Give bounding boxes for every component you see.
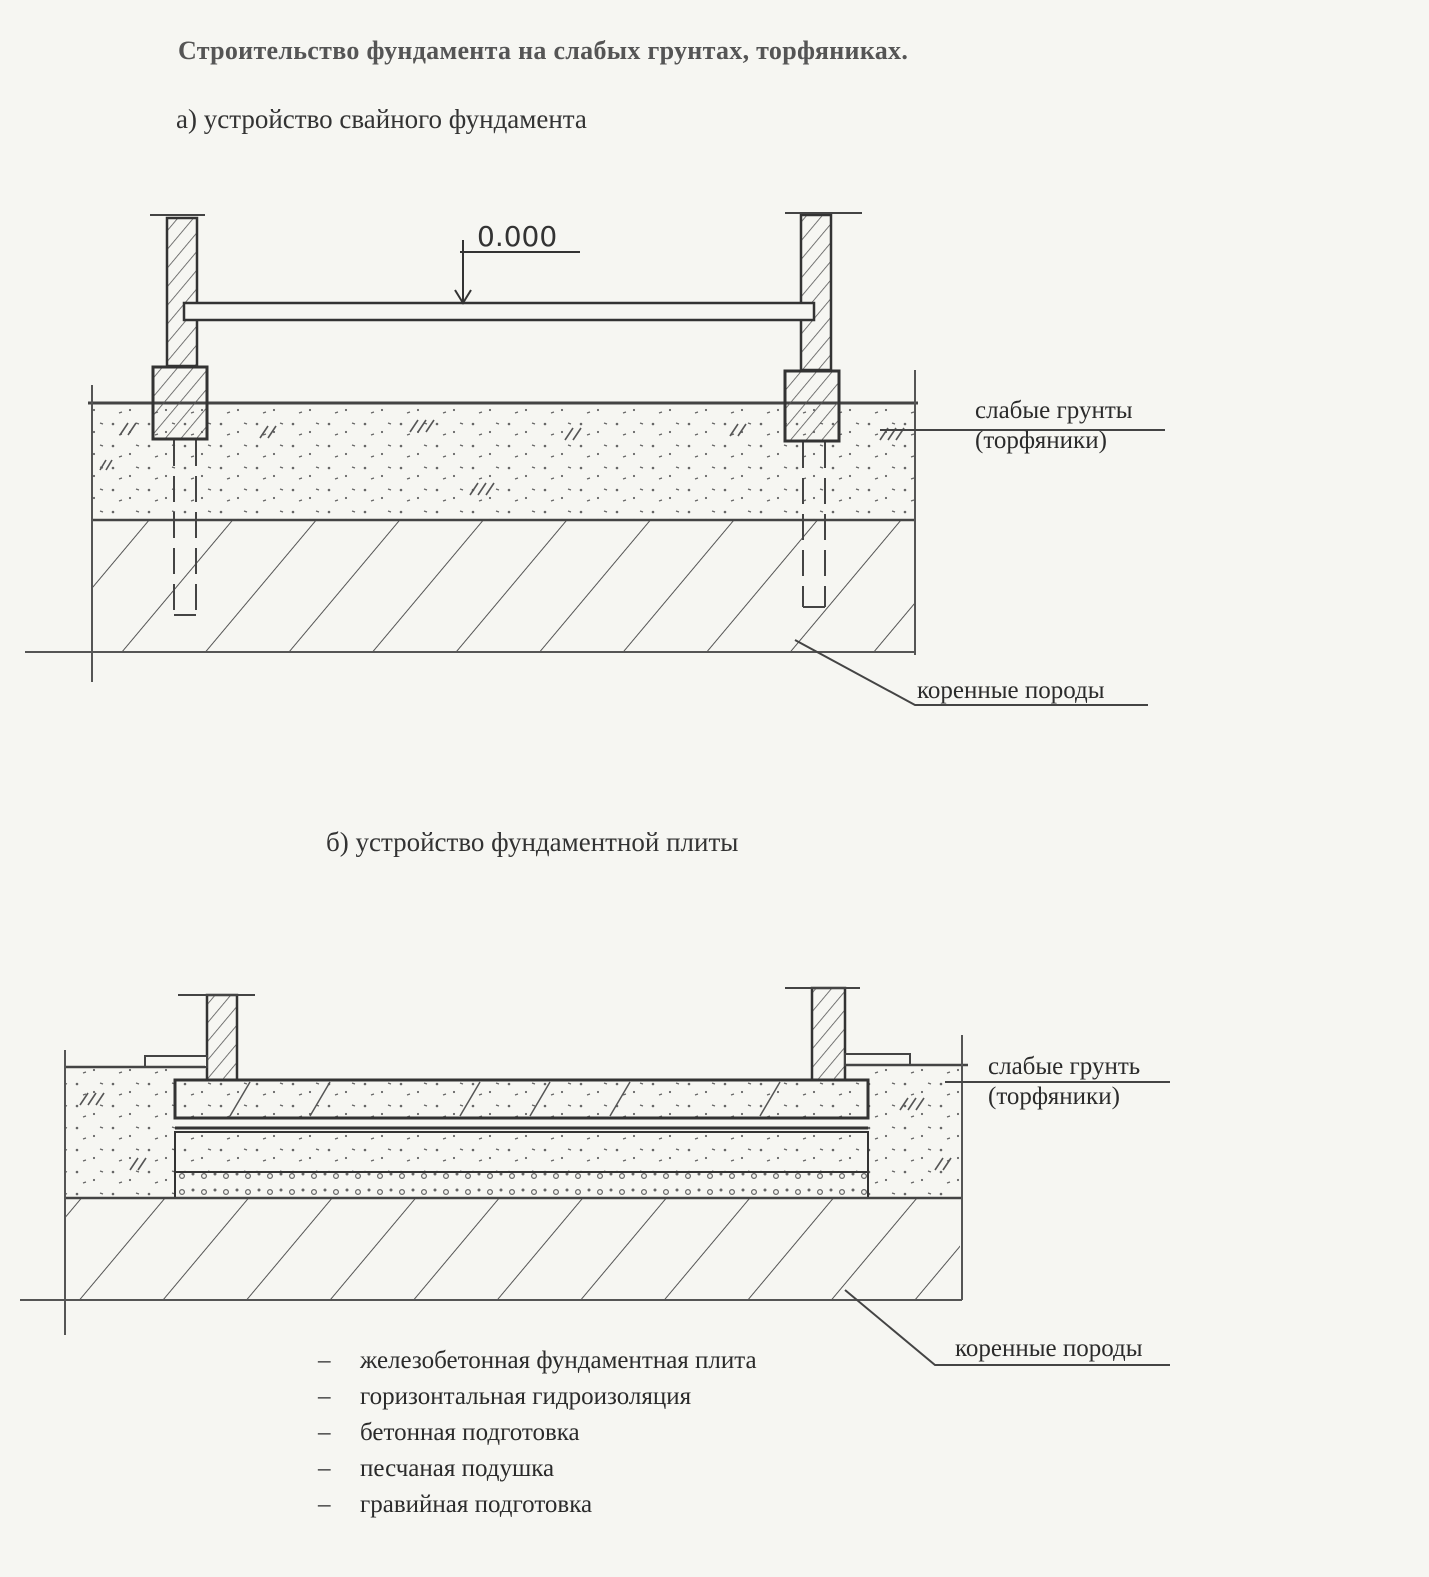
weak-soil-fill-right-b xyxy=(868,1067,960,1198)
blind-area-left xyxy=(144,1055,208,1068)
elevation-label: 0.000 xyxy=(477,220,558,253)
pile-cap-right xyxy=(783,369,841,443)
weak-soil-fill-a xyxy=(92,405,915,520)
wall-right-b xyxy=(810,986,847,1082)
layer-concrete-prep xyxy=(174,1131,869,1173)
weak-soil-fill-left-b xyxy=(65,1067,175,1198)
blind-area-right xyxy=(844,1053,911,1066)
weak-soil-marks-a xyxy=(99,419,905,496)
pile-foundation-section xyxy=(25,212,1165,706)
elevation-marker xyxy=(454,240,580,305)
rc-slab-hatch xyxy=(229,1081,781,1117)
legend-item: –песчаная подушка xyxy=(318,1455,555,1482)
weak-soil-label-b: слабые грунть (торфяники) xyxy=(988,1053,1141,1110)
legend-item: –бетонная подготовка xyxy=(318,1419,580,1446)
layer-rc-slab xyxy=(173,1078,870,1120)
caption-slab-foundation: б) устройство фундаментной плиты xyxy=(326,827,739,857)
page-title: Строительство фундамента на слабых грунт… xyxy=(178,36,909,65)
floor-slab-a xyxy=(182,301,816,322)
legend-item: –гравийная подготовка xyxy=(318,1491,593,1518)
layer-legend: –железобетонная фундаментная плита –гори… xyxy=(318,1343,757,1523)
leader-bedrock-b xyxy=(844,1289,1170,1366)
caption-pile-foundation: а) устройство свайного фундамента xyxy=(176,104,587,134)
bedrock-label-a: коренные породы xyxy=(917,677,1105,704)
bedrock-hatch-a xyxy=(92,520,915,652)
bedrock-label-b: коренные породы xyxy=(955,1335,1143,1362)
layer-gravel xyxy=(174,1171,869,1199)
legend-item: –железобетонная фундаментная плита xyxy=(318,1347,757,1374)
weak-soil-marks-b xyxy=(79,1092,952,1171)
bedrock-hatch-b xyxy=(65,1198,960,1300)
piles-a xyxy=(173,440,826,615)
pile-cap-left xyxy=(151,365,209,441)
wall-right-a xyxy=(799,213,833,372)
wall-left-a xyxy=(165,216,199,368)
wall-left-b xyxy=(205,993,239,1082)
slab-foundation-section xyxy=(20,986,1170,1366)
weak-soil-label-a: слабые грунты (торфяники) xyxy=(975,397,1133,454)
legend-item: –горизонтальная гидроизоляция xyxy=(318,1383,692,1410)
leader-bedrock-a xyxy=(794,639,1148,706)
